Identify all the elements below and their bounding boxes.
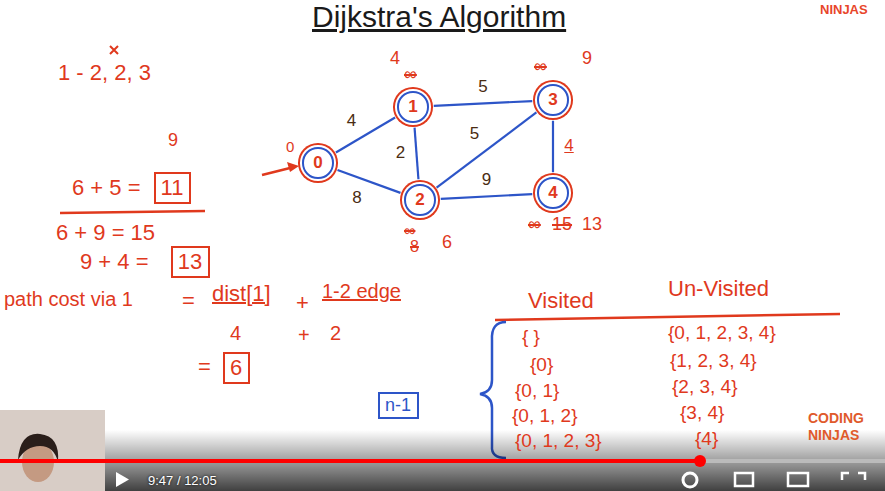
settings-icon [683,473,697,487]
equation: 6 + 5 = [72,175,141,200]
table-cell: {2, 3, 4} [672,376,738,398]
table-cell: {0, 1, 2} [512,405,578,427]
old-distance: ∞ [404,222,415,240]
progress-knob [694,455,706,467]
table-cell: {0} [530,354,553,376]
old-distance: ∞ [528,214,541,235]
table-cell: {0, 1, 2, 3, 4} [668,322,776,344]
edge-weight: 2 [394,144,407,163]
graph-vertex: 4 [537,177,569,209]
graph-edge [441,194,533,199]
node-text: 2 [415,190,424,210]
start-arrowhead [287,162,299,172]
equation: = [182,288,195,313]
edge-weight: 5 [468,125,481,144]
boxed-result: n-1 [378,392,419,419]
start-distance: 0 [286,138,294,155]
graph-vertex: 1 [397,91,429,123]
table-cell: { } [522,326,540,348]
progress-rest [700,459,885,463]
boxed-result: 6 [223,352,250,384]
table-cell: {1, 2, 3, 4} [670,350,757,372]
node-text: 6 [230,355,242,380]
node-text: n-1 [385,395,411,416]
note: path cost via 1 [4,288,133,311]
table-rule [495,314,840,320]
node-text: 1 [408,97,417,117]
node-text: 4 [548,183,557,203]
graph-edge [434,101,533,106]
node-text: 11 [161,175,184,200]
underline [60,211,205,213]
graph-edge [415,128,419,180]
old-distance: 15 [552,214,572,235]
table-cell: {3, 4} [680,402,724,424]
graph-vertex: 0 [302,147,334,179]
progress-played [0,459,700,463]
distance: 4 [390,48,400,69]
table-cell: {0, 1} [515,380,559,402]
equation: dist[1] [212,281,271,306]
table-cell: {0, 1, 2, 3} [515,430,602,452]
old-distance: 8 [410,238,419,256]
equation: 6 + 9 = 15 [56,220,155,245]
distance: 6 [442,232,452,253]
note: 1 - 2, 2, 3 [58,60,151,85]
edge-weight: 8 [350,189,363,208]
old-distance: ∞ [534,56,547,77]
equation: + [298,324,310,347]
edge-weight: 5 [476,78,489,97]
table-header: Visited [528,288,594,313]
node-text: 3 [548,90,557,110]
graph-edge [338,170,401,193]
edge-weight: 4 [345,112,358,131]
equation: = [198,354,211,379]
node-text: 13 [178,249,202,274]
theater-icon [788,473,808,486]
table-header: Un-Visited [668,276,769,301]
fullscreen-icon [842,473,865,480]
equation: 4 [230,322,241,345]
logo-text: NINJAS [808,427,859,443]
note: 9 [168,130,178,151]
node-text: 0 [313,153,322,173]
player-shade [0,430,885,491]
cross-mark [110,46,118,54]
logo-text: CODING [808,410,864,426]
equation: 9 + 4 = [80,249,149,274]
edge-weight: 4 [562,137,575,156]
video-time: 9:47 / 12:05 [148,474,217,489]
miniplayer-icon [735,473,753,486]
equation: + [296,290,309,315]
boxed-result: 11 [154,172,191,204]
graph-edge [552,121,554,172]
graph-vertex: 2 [404,184,436,216]
old-distance: ∞ [404,64,417,85]
equation: 2 [330,322,341,345]
webcam-thumbnail [0,410,105,491]
distance: 13 [582,214,602,235]
graph-vertex: 3 [537,84,569,116]
distance: 9 [582,48,592,69]
diagram-title: Dijkstra's Algorithm [312,0,566,35]
edge-weight: 9 [480,171,493,190]
boxed-result: 13 [171,246,210,278]
table-cell: {4} [695,428,718,450]
logo-text: NINJAS [820,3,868,18]
equation: 1-2 edge [322,280,401,303]
webcam-hair [18,434,58,462]
play-icon [116,472,129,487]
